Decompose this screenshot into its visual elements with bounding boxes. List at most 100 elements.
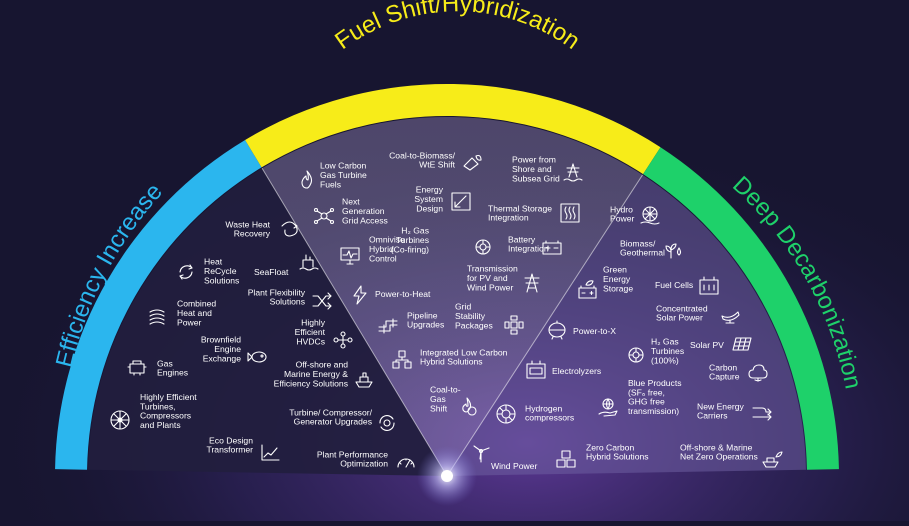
sector-divider-1 [261, 168, 448, 477]
item-label-line: Solutions [270, 297, 305, 307]
item-label-line: Upgrades [407, 320, 444, 330]
item-label-line: Coal-to-Biomass/ [389, 150, 456, 160]
compressor-ring-icon [496, 404, 516, 424]
item-label-power-x: Power-to-X [573, 326, 616, 336]
wedge-deep-decarb [447, 174, 806, 476]
item-label-line: Shore and [512, 164, 552, 174]
sector-wedges [88, 117, 806, 477]
item-wind: Wind Power [473, 445, 537, 471]
item-label-electrolyzers: Electrolyzers [552, 366, 601, 376]
ship-icon [355, 372, 373, 388]
item-label-line: Highly [301, 318, 326, 328]
network-nodes-icon [333, 331, 353, 349]
item-label-line: Recovery [234, 229, 271, 239]
item-label-power-heat: Power-to-Heat [375, 289, 431, 299]
item-label-line: Plant Flexibility [248, 287, 306, 297]
item-label-line: Capture [709, 372, 740, 382]
item-label-line: Omnivise [369, 235, 405, 245]
item-label-line: Integrated Low Carbon [420, 347, 508, 357]
turbine-coil-icon [149, 309, 165, 325]
item-label-line: Hydro [610, 204, 633, 214]
item-label-line: Solutions [204, 275, 239, 285]
item-label-line: System [414, 194, 443, 204]
item-label-line: WtE Shift [419, 160, 455, 170]
item-label-line: Stability [455, 311, 486, 321]
item-label-solar-pv: Solar PV [690, 340, 724, 350]
pylon-sea-icon [563, 163, 583, 182]
item-label-line: Power [177, 317, 201, 327]
item-label-line: Shift [430, 403, 448, 413]
item-label-line: Hybrid [369, 244, 394, 254]
battery-icon [542, 240, 562, 255]
solar-mirror-icon [721, 311, 740, 324]
flame-icon [301, 170, 313, 189]
item-label-turbine-upgrades: Turbine/ Compressor/Generator Upgrades [289, 407, 372, 426]
wedge-fuel-shift [262, 117, 643, 477]
item-label-line: Energy [603, 274, 631, 284]
item-label-line: Eco Design [209, 435, 253, 445]
item-label-line: Biomass/ [620, 238, 656, 248]
arc-band-efficiency [55, 139, 262, 470]
item-label-line: Solar Power [656, 313, 703, 323]
h2-turbine-icon [628, 347, 644, 363]
item-label-line: for PV and [467, 273, 508, 283]
recycle-icon [179, 264, 193, 280]
item-label-line: Turbines [396, 235, 429, 245]
item-label-line: Transmission [467, 264, 518, 274]
item-label-line: Grid [455, 302, 471, 312]
item-label-line: ReCycle [204, 266, 237, 276]
item-label-line: Engines [157, 368, 188, 378]
item-label-line: H₂ Gas [401, 226, 429, 236]
item-label-line: Off-shore & Marine [680, 442, 753, 452]
item-label-line: Electrolyzers [552, 366, 601, 376]
offshore-platform-icon [299, 254, 319, 271]
fuel-cell-icon [699, 276, 719, 295]
item-label-line: Battery [508, 234, 536, 244]
item-label-line: Heat [204, 257, 223, 267]
item-label-line: Transformer [207, 445, 254, 455]
shuffle-icon [312, 292, 332, 310]
item-label-line: Thermal Storage [488, 203, 552, 213]
item-label-line: Efficiency Solutions [274, 378, 348, 388]
item-label-line: Hybrid Solutions [420, 357, 483, 367]
grid-cross-icon [504, 315, 524, 335]
item-label-line: Green [603, 265, 627, 275]
item-label-line: Subsea Grid [512, 173, 560, 183]
item-label-line: Low Carbon [320, 161, 367, 171]
item-label-line: SeaFloat [254, 267, 289, 277]
battery-leaf-icon [578, 280, 597, 299]
